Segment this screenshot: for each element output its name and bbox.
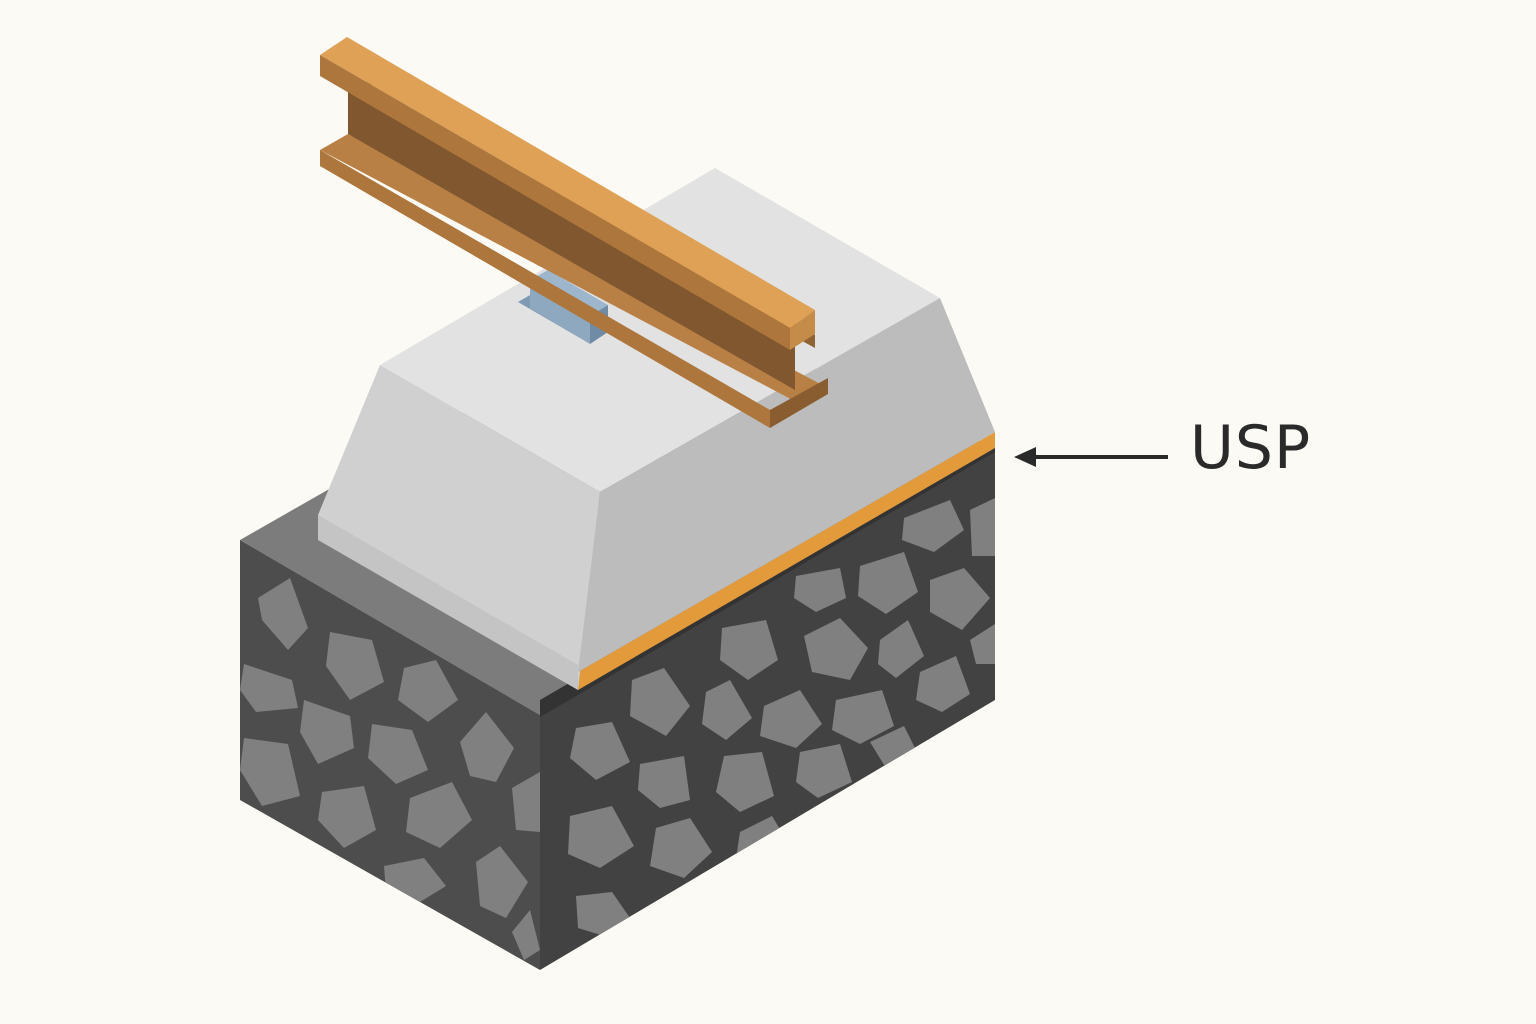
rail-head-side [320, 55, 790, 350]
stone [318, 786, 376, 848]
usp-front-strip [578, 432, 995, 690]
stone [878, 620, 924, 678]
sleeper-top-face [380, 168, 940, 492]
stone [630, 668, 690, 736]
stone [870, 726, 916, 768]
stone [970, 624, 995, 664]
stone [970, 498, 995, 556]
stone [512, 772, 540, 832]
rail-foot-side [320, 150, 770, 428]
rail-foot-end [770, 378, 828, 428]
sleeper-base-lip [318, 515, 578, 690]
rail-web-side [348, 90, 795, 390]
arrow-head [1014, 447, 1036, 467]
stone [804, 618, 868, 680]
under-sleeper-pad [578, 432, 995, 690]
stone [240, 738, 300, 806]
clip-top [530, 270, 608, 316]
stone [916, 656, 970, 712]
stone [832, 690, 894, 744]
stone [702, 680, 752, 740]
stone [368, 724, 428, 784]
stone [930, 568, 990, 630]
ballast-stones-left [240, 578, 540, 960]
stone [406, 782, 472, 848]
concrete-sleeper [318, 168, 995, 690]
stone [568, 806, 634, 868]
stone [650, 818, 712, 878]
stone [796, 744, 852, 798]
stone [240, 664, 298, 712]
stone [570, 722, 630, 780]
stone [300, 700, 354, 764]
usp-label: USP [1190, 413, 1312, 483]
ballast-stones-right [568, 498, 995, 936]
stone [858, 552, 918, 614]
rail-head-top [320, 37, 815, 328]
rail [320, 37, 828, 428]
stone [638, 756, 690, 808]
stone [476, 846, 528, 918]
stone [398, 660, 458, 722]
stone [460, 712, 514, 782]
rail-head-end [790, 310, 815, 350]
stone [760, 690, 822, 748]
usp-callout-arrow [1014, 447, 1168, 467]
stone [902, 500, 964, 552]
stone [794, 568, 846, 612]
rail-foot-top [320, 134, 828, 404]
sleeper-right-face [578, 298, 995, 672]
stone [716, 752, 774, 812]
stone [258, 578, 308, 650]
stone [326, 632, 384, 700]
sleeper-left-face [318, 365, 600, 690]
stone [720, 620, 778, 680]
stone [512, 910, 540, 960]
